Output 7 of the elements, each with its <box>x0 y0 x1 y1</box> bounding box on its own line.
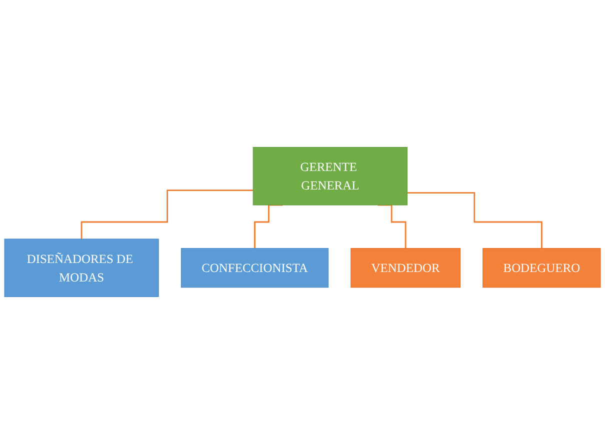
node-box <box>252 146 408 206</box>
connector <box>407 192 542 250</box>
connector <box>80 190 254 240</box>
node-box <box>180 248 329 288</box>
node-box <box>482 248 601 288</box>
node-box <box>350 248 460 288</box>
node-box <box>4 238 159 298</box>
